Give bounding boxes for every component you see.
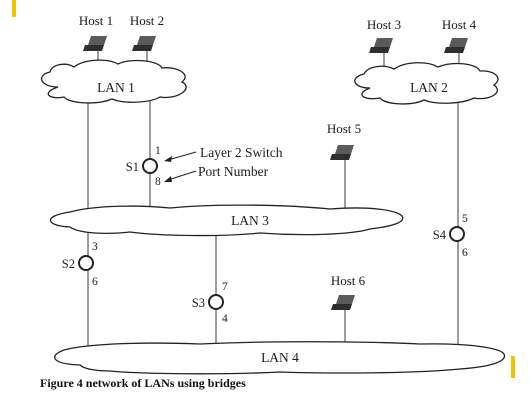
switch-s4-node bbox=[449, 226, 465, 242]
host6-laptop-icon bbox=[331, 295, 355, 310]
lan4-label: LAN 4 bbox=[261, 350, 299, 365]
host3-label: Host 3 bbox=[367, 17, 401, 32]
host3: Host 3 bbox=[367, 17, 401, 53]
annotation-arrowhead-switch bbox=[164, 156, 172, 162]
host2-laptop-icon bbox=[132, 36, 156, 51]
switch-s1-node bbox=[142, 158, 158, 174]
annotation-arrow-port bbox=[167, 170, 197, 181]
switch-s4-label: S4 bbox=[433, 228, 447, 242]
switch-s1-port-b: 8 bbox=[155, 176, 161, 188]
switch-s1: S1 1 8 bbox=[126, 145, 161, 188]
switch-s2-label: S2 bbox=[62, 257, 75, 271]
host5-label: Host 5 bbox=[327, 121, 361, 136]
host6-label: Host 6 bbox=[331, 273, 366, 288]
switch-s3-port-b: 4 bbox=[222, 313, 228, 325]
annotation-port-number-label: Port Number bbox=[198, 164, 269, 179]
switch-s3-node bbox=[208, 294, 224, 310]
lan3-cloud: LAN 3 bbox=[49, 204, 404, 237]
host4-laptop-icon bbox=[444, 38, 468, 53]
switch-s2-node bbox=[78, 255, 94, 271]
host1-label: Host 1 bbox=[79, 13, 113, 28]
accent-mark-top bbox=[12, 0, 16, 17]
switch-s4-port-a: 5 bbox=[462, 213, 468, 225]
host5-laptop-icon bbox=[330, 145, 354, 160]
switch-s4: S4 5 6 bbox=[433, 213, 468, 259]
host4: Host 4 bbox=[442, 17, 477, 53]
annotation-arrow-switch bbox=[167, 151, 197, 161]
switch-s3-port-a: 7 bbox=[222, 281, 228, 293]
lan3-label: LAN 3 bbox=[231, 213, 269, 228]
lan2-label: LAN 2 bbox=[410, 80, 448, 95]
figure-caption: Figure 4 network of LANs using bridges bbox=[40, 376, 246, 390]
lan1-cloud: LAN 1 bbox=[40, 59, 187, 104]
switch-s1-port-a: 1 bbox=[155, 145, 161, 157]
host3-laptop-icon bbox=[369, 38, 393, 53]
annotation-layer2-switch-label: Layer 2 Switch bbox=[200, 145, 283, 160]
host2-label: Host 2 bbox=[130, 13, 164, 28]
lan2-cloud: LAN 2 bbox=[354, 62, 499, 105]
switch-s2-port-a: 3 bbox=[92, 241, 98, 253]
host5: Host 5 bbox=[327, 121, 361, 160]
annotation-port-number: Port Number bbox=[164, 164, 269, 182]
host2: Host 2 bbox=[130, 13, 164, 51]
lan1-label: LAN 1 bbox=[97, 80, 135, 95]
switch-s1-label: S1 bbox=[126, 160, 139, 174]
annotation-arrowhead-port bbox=[164, 176, 172, 182]
host1-laptop-icon bbox=[83, 36, 107, 51]
switch-s2-port-b: 6 bbox=[92, 276, 98, 288]
host4-label: Host 4 bbox=[442, 17, 477, 32]
switch-s3-label: S3 bbox=[192, 296, 205, 310]
host1: Host 1 bbox=[79, 13, 113, 51]
accent-mark-bottom bbox=[511, 356, 515, 378]
switch-s3: S3 7 4 bbox=[192, 281, 228, 325]
switch-s2: S2 3 6 bbox=[62, 241, 98, 288]
lan4-cloud: LAN 4 bbox=[53, 341, 506, 375]
host6: Host 6 bbox=[331, 273, 366, 310]
annotation-layer2-switch: Layer 2 Switch bbox=[164, 145, 283, 162]
switch-s4-port-b: 6 bbox=[462, 247, 468, 259]
